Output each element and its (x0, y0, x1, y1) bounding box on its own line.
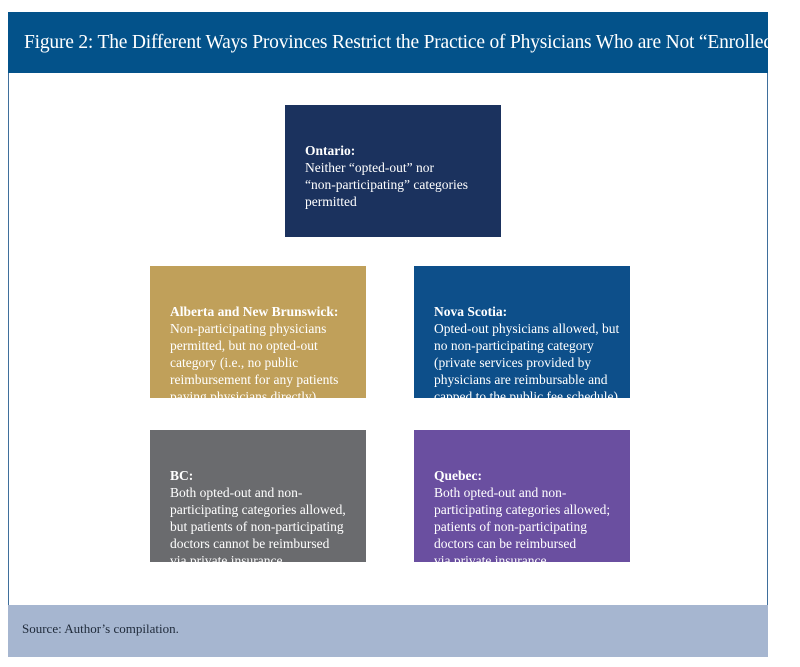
box-title: Nova Scotia: (434, 304, 508, 319)
box-ontario: Ontario: Neither “opted-out” nor “non-par… (285, 105, 501, 237)
box-text: Opted-out physicians allowed, but no non… (434, 321, 620, 404)
box-alberta-new-brunswick: Alberta and New Brunswick: Non-participat… (150, 266, 366, 404)
box-title: BC: (170, 468, 194, 483)
box-text: Both opted-out and non- participating ca… (434, 485, 611, 568)
box-bc: BC: Both opted-out and non- participating… (150, 430, 366, 568)
box-title: Ontario: (305, 143, 356, 158)
box-title: Alberta and New Brunswick: (170, 304, 339, 319)
box-quebec: Quebec: Both opted-out and non- participa… (414, 430, 630, 568)
box-nova-scotia: Nova Scotia: Opted-out physicians allowed… (414, 266, 630, 404)
box-title: Quebec: (434, 468, 482, 483)
box-text: Neither “opted-out” nor “non-participati… (305, 160, 469, 209)
box-text: Both opted-out and non- participating ca… (170, 485, 346, 568)
figure-title: Figure 2: The Different Ways Provinces R… (8, 12, 782, 73)
source-note: Source: Author’s compilation. (8, 605, 768, 657)
box-text: Non-participating physicians permitted, … (170, 321, 339, 404)
